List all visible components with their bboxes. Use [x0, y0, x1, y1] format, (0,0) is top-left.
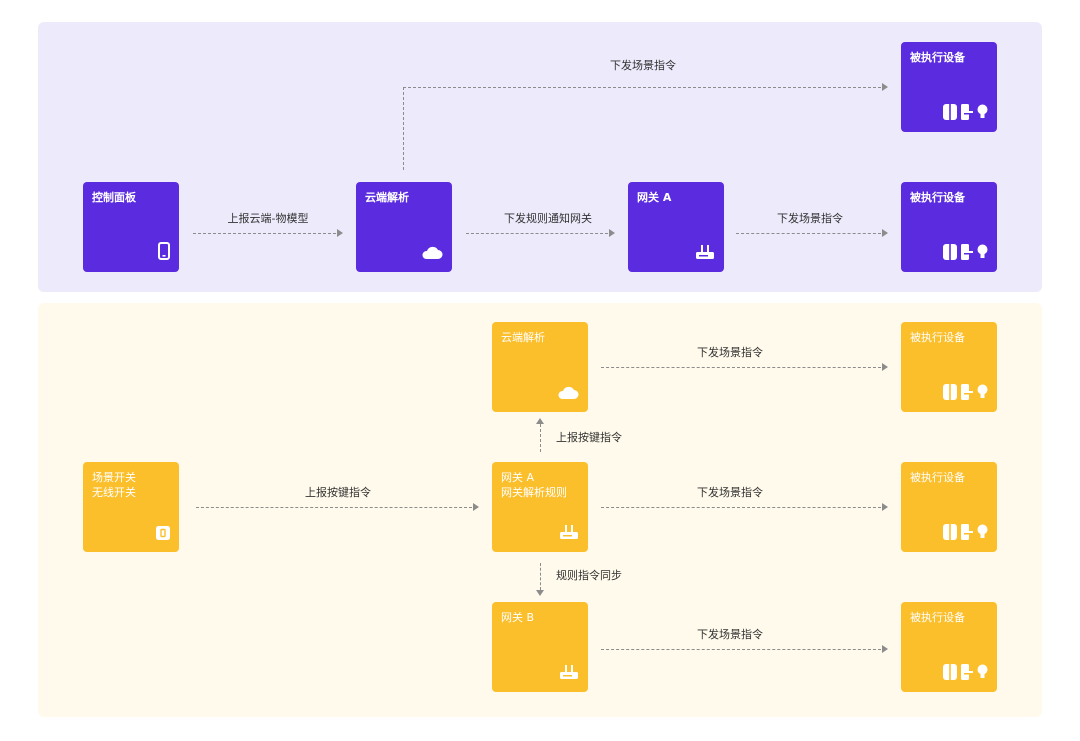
plug-icon	[961, 384, 973, 400]
switch-icon	[943, 384, 957, 400]
cloud-parse-node: 云端解析	[356, 182, 452, 272]
gateway-parse-rule-label: 网关解析规则	[501, 486, 567, 499]
edge-line	[403, 87, 404, 170]
switch-icon	[943, 244, 957, 260]
router-icon	[696, 245, 714, 259]
wireless-switch-icon	[156, 526, 170, 540]
cloud-parse-label: 云端解析	[501, 331, 545, 344]
arrow-head	[609, 229, 615, 237]
gateway-b-node: 网关 B	[492, 602, 588, 692]
cloud-icon	[558, 386, 579, 399]
bulb-icon	[977, 104, 988, 118]
device-icons	[943, 664, 988, 680]
device-icons	[943, 524, 988, 540]
executed-device-label: 被执行设备	[910, 471, 965, 484]
plug-icon	[961, 104, 973, 120]
executed-device-label: 被执行设备	[910, 191, 965, 204]
bulb-icon	[977, 384, 988, 398]
edge-label-scene-cmd: 下发场景指令	[777, 212, 843, 225]
scene-switch-node: 场景开关 无线开关	[83, 462, 179, 552]
executed-device-label: 被执行设备	[910, 611, 965, 624]
router-icon	[560, 525, 578, 539]
executed-device-node-mid: 被执行设备	[901, 182, 997, 272]
cloud-icon	[422, 246, 443, 259]
gateway-a-label: 网关 A	[501, 471, 535, 484]
executed-device-node-1: 被执行设备	[901, 322, 997, 412]
edge-line	[403, 87, 881, 88]
phone-icon	[158, 242, 170, 260]
arrow-head	[536, 590, 544, 596]
bulb-icon	[977, 244, 988, 258]
gateway-a-node: 网关 A	[628, 182, 724, 272]
arrow-head	[536, 418, 544, 424]
edge-label-rule-sync: 规则指令同步	[556, 569, 622, 582]
edge-line	[540, 424, 541, 452]
arrow-head	[882, 83, 888, 91]
cloud-parse-label: 云端解析	[365, 191, 409, 204]
edge-line	[601, 649, 881, 650]
executed-device-node-top: 被执行设备	[901, 42, 997, 132]
arrow-head	[882, 645, 888, 653]
switch-icon	[943, 104, 957, 120]
arrow-head	[882, 363, 888, 371]
top-panel	[38, 22, 1042, 292]
arrow-head	[337, 229, 343, 237]
switch-icon	[943, 664, 957, 680]
edge-label-scene-cmd: 下发场景指令	[697, 346, 763, 359]
arrow-head	[473, 503, 479, 511]
executed-device-node-2: 被执行设备	[901, 462, 997, 552]
executed-device-label: 被执行设备	[910, 331, 965, 344]
edge-line	[196, 507, 472, 508]
edge-label-report-key-up: 上报按键指令	[556, 431, 622, 444]
wireless-switch-label: 无线开关	[92, 486, 136, 499]
edge-line	[601, 367, 881, 368]
edge-line	[540, 563, 541, 590]
plug-icon	[961, 244, 973, 260]
edge-label-report-model: 上报云端-物模型	[227, 212, 309, 225]
edge-label-report-key: 上报按键指令	[305, 486, 371, 499]
edge-label-scene-cmd: 下发场景指令	[697, 486, 763, 499]
switch-icon	[943, 524, 957, 540]
device-icons	[943, 384, 988, 400]
arrow-head	[882, 229, 888, 237]
cloud-parse-node: 云端解析	[492, 322, 588, 412]
arrow-head	[882, 503, 888, 511]
control-panel-label: 控制面板	[92, 191, 136, 204]
edge-label-notify-gateway: 下发规则通知网关	[504, 212, 592, 225]
bulb-icon	[977, 664, 988, 678]
scene-switch-label: 场景开关	[92, 471, 136, 484]
plug-icon	[961, 664, 973, 680]
control-panel-node: 控制面板	[83, 182, 179, 272]
executed-device-label: 被执行设备	[910, 51, 965, 64]
edge-line	[601, 507, 881, 508]
executed-device-node-3: 被执行设备	[901, 602, 997, 692]
device-icons	[943, 104, 988, 120]
gateway-a-node: 网关 A 网关解析规则	[492, 462, 588, 552]
edge-line	[193, 233, 336, 234]
plug-icon	[961, 524, 973, 540]
edge-label-scene-cmd: 下发场景指令	[610, 59, 676, 72]
edge-line	[736, 233, 881, 234]
gateway-b-label: 网关 B	[501, 611, 535, 624]
device-icons	[943, 244, 988, 260]
router-icon	[560, 665, 578, 679]
edge-line	[466, 233, 608, 234]
gateway-a-label: 网关 A	[637, 191, 672, 204]
edge-label-scene-cmd: 下发场景指令	[697, 628, 763, 641]
bulb-icon	[977, 524, 988, 538]
